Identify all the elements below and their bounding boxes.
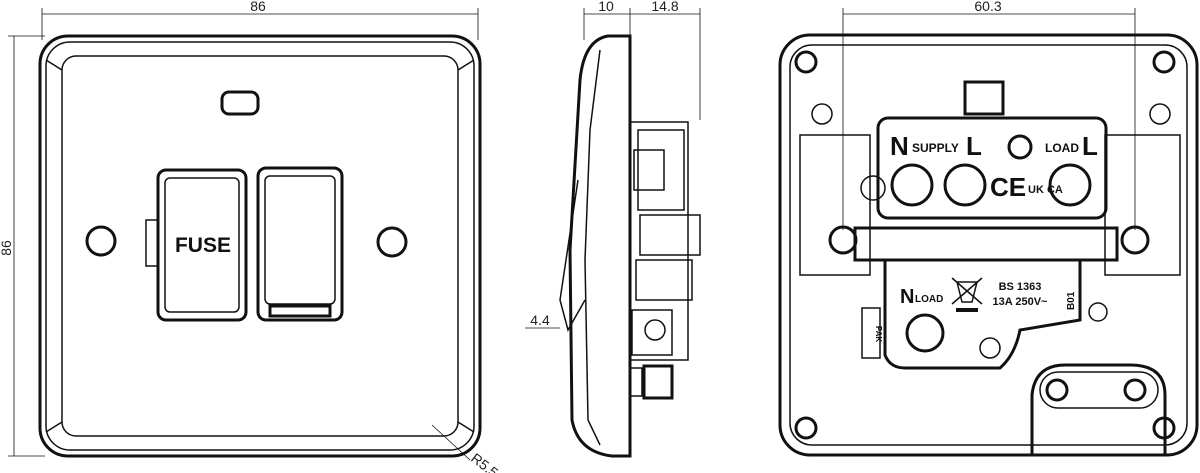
code-label: B01: [1066, 291, 1077, 310]
ukca-mark: UK CA: [1028, 184, 1063, 196]
side-view: 10 14.8 4.4: [525, 0, 701, 458]
offset-label: 4.4: [530, 312, 550, 328]
neon-indicator: [220, 90, 260, 116]
standard-label: BS 1363: [999, 281, 1042, 293]
load-label: LOAD: [1045, 141, 1079, 155]
side-mark: PAK: [874, 326, 883, 343]
terminal-screw: [1048, 163, 1092, 207]
back-view: 60.3 N SUPPLY L LOAD L CE UK CA N LOAD: [778, 0, 1199, 457]
neutral-load-screw: [905, 313, 945, 353]
backbox-outline: [778, 33, 1199, 457]
fixing-hole-right: [1120, 225, 1150, 255]
retaining-bar: [853, 226, 1119, 262]
fixing-hole-left: [828, 225, 858, 255]
corner-radius-label: R5.5: [468, 450, 501, 473]
fuse-label: FUSE: [175, 234, 231, 257]
terminal-l-label: L: [966, 131, 982, 161]
front-view: 86 86 R5.5 FUSE: [0, 0, 501, 473]
faceplate-outline: [38, 34, 482, 458]
screw-hole-left: [85, 225, 117, 257]
terminal-screw: [943, 163, 987, 207]
depth-back-label: 14.8: [651, 0, 678, 14]
terminal-block: [876, 116, 1108, 220]
fuse-carrier[interactable]: FUSE: [145, 168, 248, 322]
terminal-n-label: N: [890, 131, 909, 161]
weee-bin-icon: [951, 277, 983, 312]
height-dimension-label: 86: [0, 240, 14, 256]
cable-entry: [1030, 363, 1167, 455]
width-dimension-label: 86: [250, 0, 266, 14]
plate-profile: [568, 34, 632, 458]
n-load-text: LOAD: [915, 294, 943, 305]
fuse-tab: [963, 80, 1005, 116]
screw-spacing-label: 60.3: [974, 0, 1001, 14]
n-load-label: N: [900, 286, 914, 308]
terminal-screw: [890, 163, 934, 207]
depth-front-label: 10: [598, 0, 614, 14]
screw-hole-right: [376, 226, 408, 258]
ce-mark: CE: [990, 172, 1026, 202]
supply-label: SUPPLY: [912, 141, 959, 155]
rating-label: 13A 250V~: [993, 296, 1049, 308]
rocker-switch[interactable]: [256, 166, 344, 322]
terminal-l-load-label: L: [1082, 131, 1098, 161]
